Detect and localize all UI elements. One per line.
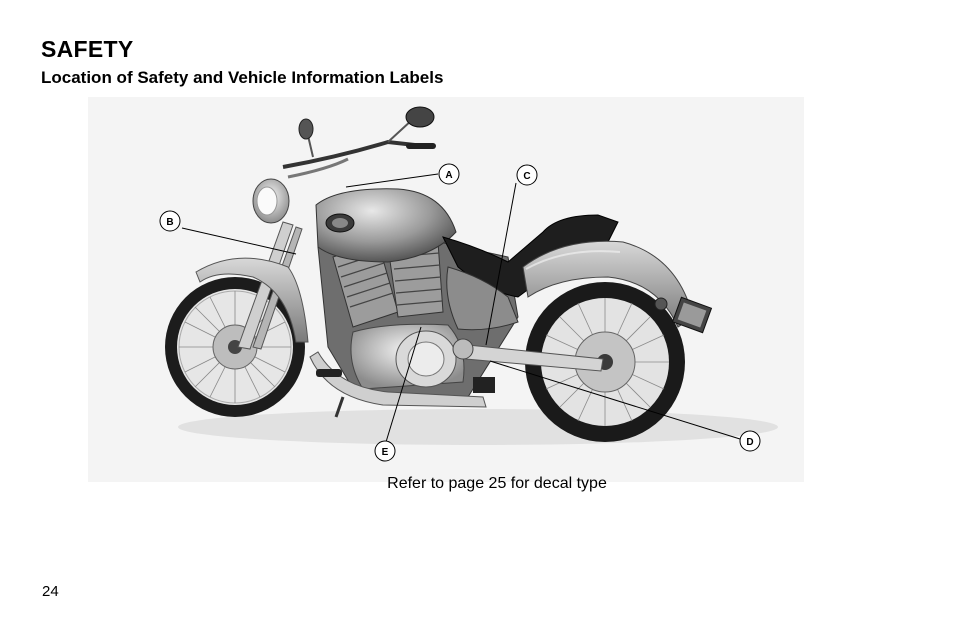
section-title: SAFETY bbox=[41, 36, 134, 62]
callout-d: D bbox=[739, 430, 761, 452]
callout-a-label: A bbox=[445, 170, 452, 181]
callout-c: C bbox=[516, 164, 538, 186]
page-subtitle: Location of Safety and Vehicle Informati… bbox=[41, 68, 444, 87]
callout-a: A bbox=[438, 163, 460, 185]
figure-caption: Refer to page 25 for decal type bbox=[387, 475, 607, 492]
callout-b: B bbox=[159, 210, 181, 232]
callout-e: E bbox=[374, 440, 396, 462]
callout-lines bbox=[181, 173, 741, 443]
callout-e-label: E bbox=[382, 447, 389, 458]
leader-line-e bbox=[385, 326, 422, 443]
leader-line-b bbox=[181, 227, 297, 255]
page-number: 24 bbox=[42, 583, 59, 600]
motorcycle-image bbox=[165, 106, 713, 442]
leader-line-a bbox=[345, 173, 439, 188]
callout-b-label: B bbox=[166, 217, 173, 228]
callout-c-label: C bbox=[523, 171, 530, 182]
leader-line-d bbox=[489, 360, 741, 440]
callout-d-label: D bbox=[746, 437, 753, 448]
leader-line-c bbox=[485, 182, 517, 346]
motorcycle-figure: A B C D E bbox=[88, 97, 804, 482]
